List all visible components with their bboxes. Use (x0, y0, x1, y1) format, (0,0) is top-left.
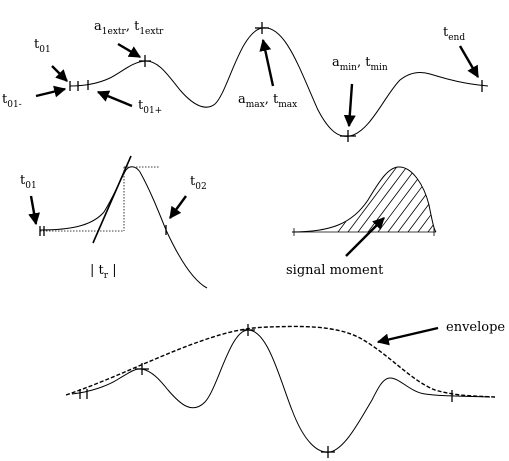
t01-rise-label: t01 (20, 173, 37, 191)
t02-label: t02 (190, 174, 207, 192)
a1extr-arrow (117, 42, 142, 59)
t01-plus-arrow (96, 90, 133, 108)
top-signal-curve (69, 27, 489, 137)
tend-label: tend (443, 25, 465, 43)
t01-rise-arrow (28, 195, 41, 226)
t01-plus-label: t01+ (138, 98, 162, 116)
envelope-signal-curve (71, 329, 491, 453)
amax-label: amax, tmax (238, 92, 297, 110)
envelope-panel: envelope (65, 320, 505, 458)
signal-moment-arrow (345, 217, 385, 257)
amax-arrow (259, 38, 275, 87)
amin-arrow (343, 83, 356, 128)
t01-minus-arrow (35, 85, 67, 98)
tr-label: | tr | (90, 263, 117, 281)
a1extr-label: a1extr, t1extr (94, 19, 164, 37)
signal-moment-panel: signal moment (286, 166, 437, 278)
amin-label: amin, tmin (332, 55, 388, 73)
rise-curve (39, 166, 208, 289)
t01-label: t01 (34, 37, 51, 55)
rise-time-panel: t01 t02 | tr | (20, 155, 208, 289)
t01-arrow (51, 65, 68, 82)
tend-arrow (458, 45, 480, 79)
top-signal-panel: t01 t01- t01+ a1extr, t1extr amax, tmax … (2, 19, 489, 142)
envelope-dashed-curve (65, 325, 496, 398)
moment-hatch (331, 166, 436, 232)
moment-curve (291, 166, 437, 233)
t02-arrow (169, 195, 187, 219)
t01-minus-label: t01- (2, 92, 22, 110)
envelope-label: envelope (446, 320, 505, 335)
signal-moment-label: signal moment (286, 263, 384, 278)
envelope-arrow (376, 326, 439, 346)
tangent-line (92, 155, 132, 244)
